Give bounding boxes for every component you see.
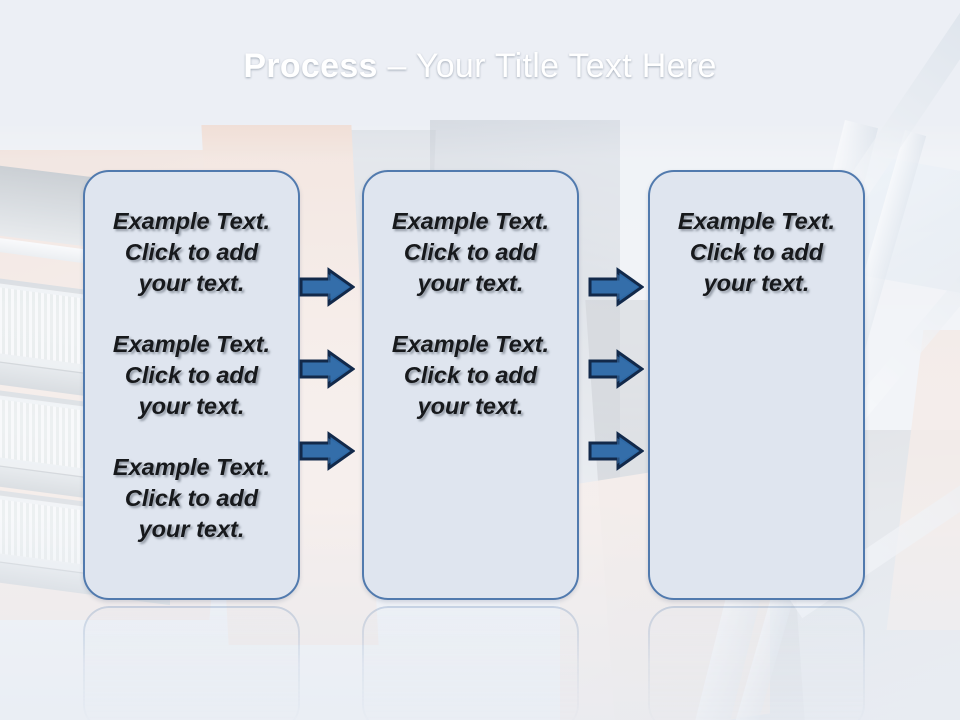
process-box-3[interactable]: Example Text. Click to add your text.	[648, 170, 865, 600]
box-reflection-3	[648, 606, 865, 720]
process-box-1-content: Example Text. Click to add your text. Ex…	[93, 206, 290, 545]
process-box-1-text-3[interactable]: Example Text. Click to add your text.	[112, 454, 271, 542]
process-box-1-text-2[interactable]: Example Text. Click to add your text.	[112, 331, 271, 419]
slide-title: Process – Your Title Text Here	[0, 44, 960, 88]
box-reflection-2	[362, 606, 579, 720]
title-rest: – Your Title Text Here	[377, 47, 717, 85]
process-box-3-text-1[interactable]: Example Text. Click to add your text.	[677, 208, 836, 296]
process-box-1[interactable]: Example Text. Click to add your text. Ex…	[83, 170, 300, 600]
box-reflection-1	[83, 606, 300, 720]
right-arrow-icon[interactable]	[299, 349, 355, 389]
title-strong: Process	[243, 47, 378, 85]
right-arrow-icon[interactable]	[588, 267, 644, 307]
right-arrow-icon[interactable]	[588, 349, 644, 389]
process-box-2-text-1[interactable]: Example Text. Click to add your text.	[391, 208, 550, 296]
right-arrow-icon[interactable]	[588, 431, 644, 471]
process-box-2-content: Example Text. Click to add your text. Ex…	[372, 206, 569, 422]
process-box-2[interactable]: Example Text. Click to add your text. Ex…	[362, 170, 579, 600]
process-box-3-content: Example Text. Click to add your text.	[658, 206, 855, 299]
process-box-1-text-1[interactable]: Example Text. Click to add your text.	[112, 208, 271, 296]
process-box-2-text-2[interactable]: Example Text. Click to add your text.	[391, 331, 550, 419]
right-arrow-icon[interactable]	[299, 267, 355, 307]
right-arrow-icon[interactable]	[299, 431, 355, 471]
